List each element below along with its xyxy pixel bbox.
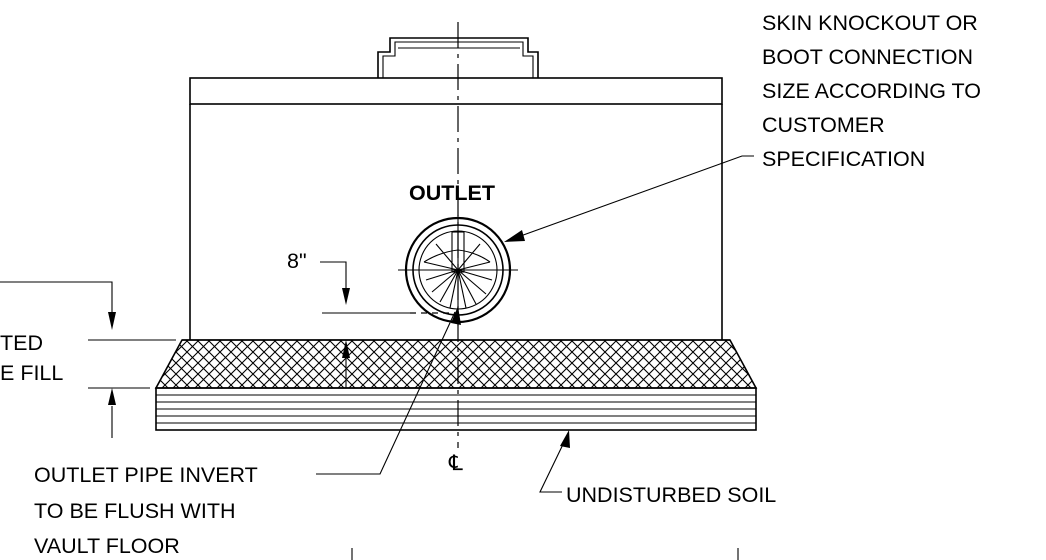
outlet-invert-note: OUTLET PIPE INVERT TO BE FLUSH WITH VAUL… [34, 463, 258, 558]
centerline-symbol: ℄ [448, 451, 464, 475]
crushed-stone-fill [154, 339, 758, 389]
skin-knockout-line-4: CUSTOMER [762, 113, 885, 137]
undisturbed-soil-leader [539, 430, 570, 493]
outlet-invert-line-3: VAULT FLOOR [34, 534, 180, 558]
left-fragment-1: ) [0, 289, 1, 313]
outlet-pipe-boot [398, 215, 518, 326]
outlet-invert-line-2: TO BE FLUSH WITH [34, 499, 235, 523]
skin-knockout-line-1: SKIN KNOCKOUT OR [762, 11, 978, 35]
outlet-invert-leader [316, 306, 461, 475]
skin-knockout-note: SKIN KNOCKOUT OR BOOT CONNECTION SIZE AC… [762, 11, 981, 171]
dimension-8in-label: 8" [287, 249, 307, 273]
skin-knockout-leader [504, 155, 754, 242]
vault-top-slab [189, 77, 723, 105]
left-dimension [0, 281, 350, 438]
riser-lid [377, 37, 539, 78]
skin-knockout-line-5: SPECIFICATION [762, 147, 925, 171]
top-left-fragment: ) [0, 0, 1, 22]
undisturbed-soil-label: UNDISTURBED SOIL [566, 483, 776, 507]
left-fragment-2: TED [0, 331, 43, 355]
dimension-8in: 8" [287, 249, 455, 314]
outlet-invert-line-1: OUTLET PIPE INVERT [34, 463, 258, 487]
outlet-label: OUTLET [409, 181, 495, 205]
vault-body [182, 104, 730, 341]
undisturbed-soil-strata [155, 387, 757, 431]
left-fragment-3: E FILL [0, 361, 63, 385]
skin-knockout-line-2: BOOT CONNECTION [762, 45, 973, 69]
skin-knockout-line-3: SIZE ACCORDING TO [762, 79, 981, 103]
